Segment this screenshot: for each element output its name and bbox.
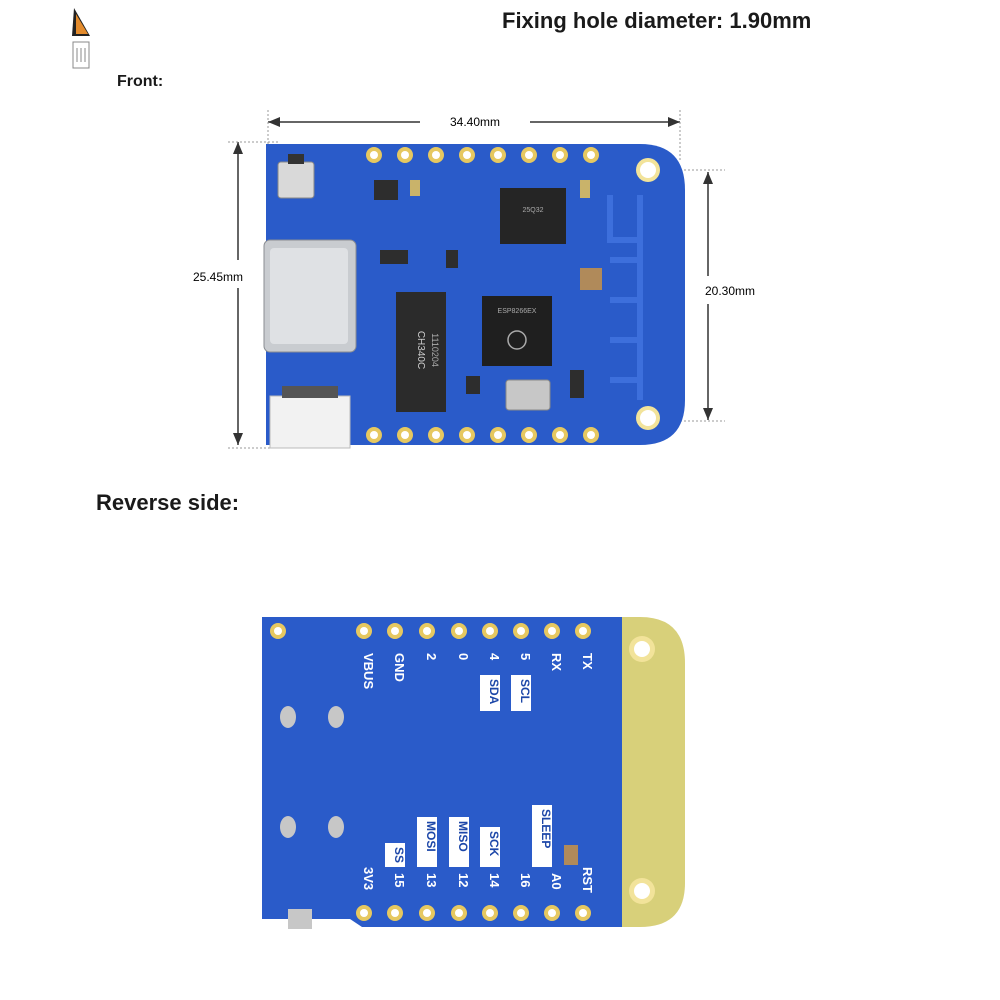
pin-label-2: 2 xyxy=(424,653,439,660)
reverse-bottom-pads xyxy=(356,905,591,921)
flash-chip-label: 25Q32 xyxy=(522,207,543,214)
top-function-badges: SDA SCL xyxy=(480,675,532,711)
badge-sleep: SLEEP xyxy=(539,809,553,848)
hole-diameter-title: Fixing hole diameter: 1.90mm xyxy=(502,8,812,33)
battery-connector xyxy=(269,386,351,449)
pin-label-tx: TX xyxy=(580,653,595,670)
front-pcb xyxy=(266,144,685,445)
pin-label-a0: A0 xyxy=(549,873,564,890)
smd-components xyxy=(374,180,602,398)
pin-label-3v3: 3V3 xyxy=(361,867,376,890)
pin-label-16: 16 xyxy=(518,873,533,887)
antenna-area xyxy=(610,617,685,927)
usb-chip-label: CH340C xyxy=(415,331,426,369)
pin-label-14: 14 xyxy=(487,873,502,888)
pin-label-4: 4 xyxy=(487,653,502,661)
pin-label-gnd: GND xyxy=(392,653,407,682)
document-icon xyxy=(72,41,90,69)
mounting-holes xyxy=(636,158,660,430)
width-label: 34.40mm xyxy=(450,115,500,129)
badge-sck: SCK xyxy=(487,831,501,857)
logo-icon xyxy=(72,8,90,36)
reverse-pcb xyxy=(262,617,622,927)
button-tab xyxy=(288,909,312,929)
left-height-dimension: 25.45mm xyxy=(180,141,280,449)
reverse-top-pads xyxy=(270,623,591,639)
reverse-label: Reverse side: xyxy=(96,490,240,515)
pin-label-12: 12 xyxy=(456,873,471,887)
esp-chip-label: ESP8266EX xyxy=(498,308,537,315)
width-dimension: 34.40mm xyxy=(267,110,681,160)
usb-c-connector xyxy=(263,239,357,353)
bottom-header-pads xyxy=(366,427,599,443)
badge-sda: SDA xyxy=(487,679,501,705)
bottom-pin-labels: 3V3 15 13 12 14 16 A0 RST xyxy=(361,867,595,893)
front-label: Front: xyxy=(117,73,164,90)
left-height-label: 25.45mm xyxy=(193,270,243,284)
pin-label-5: 5 xyxy=(518,653,533,660)
crystal-component xyxy=(505,379,551,411)
badge-ss: SS xyxy=(392,847,406,863)
pin-label-13: 13 xyxy=(424,873,439,887)
reverse-board-diagram: VBUS GND 2 0 4 5 RX TX SDA SCL 3V3 15 13… xyxy=(262,617,685,929)
top-header-pads xyxy=(366,147,599,163)
badge-mosi: MOSI xyxy=(424,821,438,852)
pin-label-rst: RST xyxy=(580,867,595,893)
top-pin-labels: VBUS GND 2 0 4 5 RX TX xyxy=(361,653,595,689)
esp-chip: ESP8266EX xyxy=(482,296,552,366)
reverse-mounting-holes xyxy=(629,636,655,904)
usb-serial-chip: CH340C 1110204 xyxy=(396,292,446,412)
pin-label-0: 0 xyxy=(456,653,471,660)
antenna-trace xyxy=(607,195,643,400)
pin-label-rx: RX xyxy=(549,653,564,671)
badge-miso: MISO xyxy=(456,821,470,852)
flash-chip: 25Q32 xyxy=(500,188,566,244)
front-board-diagram: 34.40mm 25.45mm 20.30mm xyxy=(180,110,760,449)
smd-resistor xyxy=(564,845,578,865)
pin-label-vbus: VBUS xyxy=(361,653,376,689)
right-height-dimension: 20.30mm xyxy=(640,169,760,422)
usb-chip-code: 1110204 xyxy=(430,333,440,367)
badge-scl: SCL xyxy=(518,679,532,703)
reset-button-component xyxy=(277,154,315,199)
usb-mounting-slots xyxy=(280,706,344,838)
right-height-label: 20.30mm xyxy=(705,284,755,298)
pin-label-15: 15 xyxy=(392,873,407,887)
bottom-function-badges: SS MOSI MISO SCK SLEEP xyxy=(385,805,553,867)
